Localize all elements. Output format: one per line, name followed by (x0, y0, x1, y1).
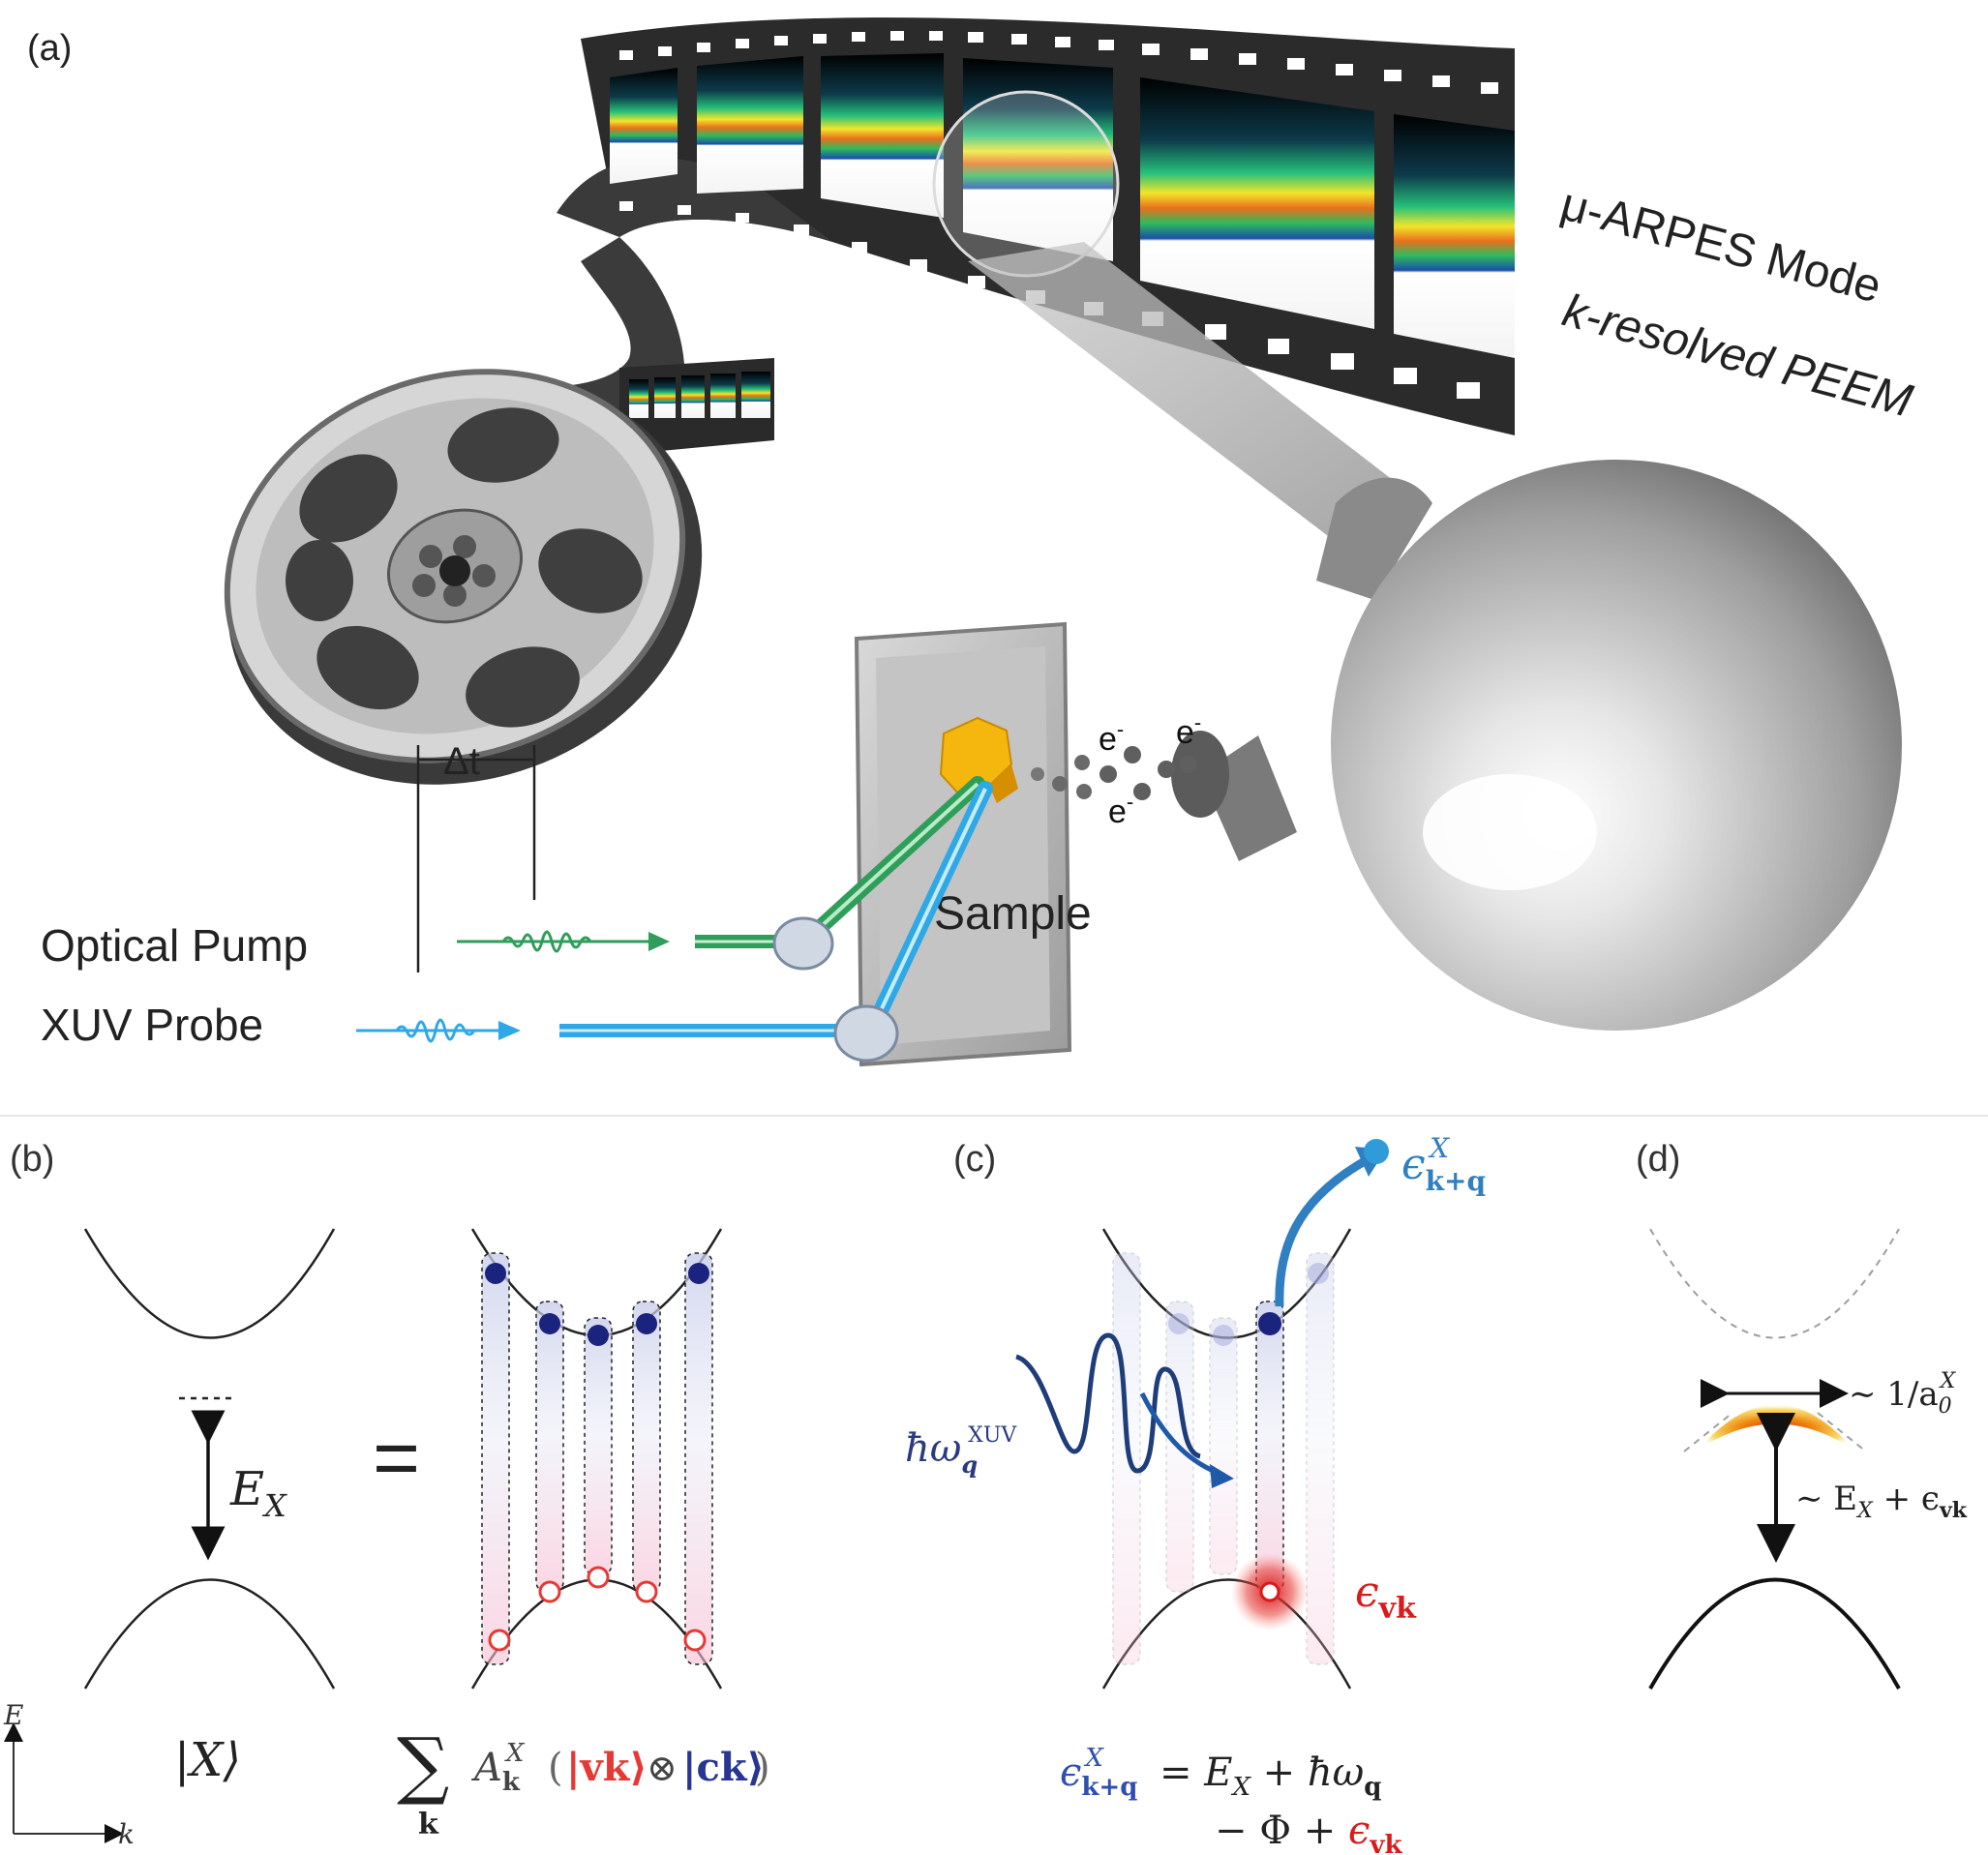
film-reel (224, 369, 703, 785)
electron-dots (485, 1263, 709, 1346)
electron-particle (1074, 755, 1090, 770)
exciton-columns (481, 1252, 713, 1665)
final-energy-label: ϵk+qX (1401, 1132, 1486, 1197)
eq-rhs-line2: − Φ + ϵvk (1215, 1809, 1402, 1855)
film-strip (557, 17, 1515, 435)
photon-energy-label: ħωqXUV (905, 1423, 1017, 1479)
probe-label: XUV Probe (41, 1000, 263, 1050)
final-state-dot (1364, 1139, 1389, 1164)
c-electron (1258, 1312, 1281, 1335)
film-frame (821, 53, 944, 218)
electron-particle (1076, 784, 1092, 799)
d-conduction-band-dashed (1649, 1228, 1900, 1339)
amplitude-label: AkX (470, 1739, 526, 1797)
sample-label: Sample (934, 888, 1092, 940)
energy-momentum-axes: E k (3, 1699, 135, 1850)
ket-close: ) (755, 1746, 770, 1790)
xuv-photon-wave (1014, 1332, 1202, 1474)
exciton-state-label: |X⟩ (174, 1733, 241, 1787)
electron-particle (1180, 756, 1197, 773)
c-active-column (1255, 1301, 1284, 1593)
decomposition-bands (470, 1228, 723, 1690)
ket-open: ( (548, 1746, 563, 1790)
eq-lhs: ϵk+qX (1060, 1744, 1137, 1802)
hole-rings (488, 1566, 707, 1652)
axis-y-label: E (3, 1699, 23, 1731)
delay-bracket (416, 745, 536, 972)
panel-b: (b) EX = (3, 1139, 770, 1850)
mode-line1-text: μ-ARPES Mode (1555, 178, 1886, 313)
electron-particle (1124, 746, 1141, 763)
sum-formula: ∑ k AkX ( |vk⟩ ⊗ |ck⟩ ) (397, 1721, 770, 1841)
eq-rhs-line1: = EX + ħωq (1160, 1750, 1381, 1802)
panel-c: (c) ħωqXUV ϵk+qX ϵvk ϵk+qX = EX + (905, 1132, 1486, 1855)
ket-conduction: |ck⟩ (682, 1745, 765, 1790)
pump-mirror (772, 916, 834, 971)
hole-energy-label: ϵvk (1355, 1568, 1417, 1626)
electron-particle (1031, 767, 1044, 781)
electron-particle (1052, 776, 1068, 792)
mini-frames (629, 372, 770, 418)
pump-label: Optical Pump (41, 920, 308, 971)
d-valence-band (1648, 1577, 1901, 1690)
sum-index: k (418, 1808, 439, 1841)
panel-d: (d) ∼ 1/a0X ∼ EX + ϵvk (1636, 1139, 1968, 1690)
valence-band (83, 1578, 336, 1690)
conduction-band (83, 1228, 336, 1339)
electron-beam-cone (968, 242, 1423, 542)
electron-label: e- (1176, 710, 1201, 751)
film-frame (1140, 77, 1374, 329)
probe-pulse (356, 781, 993, 1062)
film-frame (610, 68, 678, 184)
exciton-energy-label: EX (229, 1462, 287, 1524)
ket-valence: |vk⟩ (566, 1745, 648, 1790)
panel-a-label: (a) (27, 28, 72, 69)
sum-symbol: ∑ (397, 1721, 449, 1808)
electron-label: e- (1108, 790, 1133, 830)
film-frame (697, 56, 803, 194)
electron-particle (1133, 783, 1151, 800)
d-width-label: ∼ 1/a0X (1849, 1369, 1957, 1419)
delay-label: Δt (443, 740, 480, 783)
pump-pulse (457, 776, 985, 971)
film-frame (963, 58, 1113, 261)
c-faded-electrons (1168, 1263, 1329, 1346)
c-hole (1259, 1581, 1280, 1602)
electron-particle (1158, 761, 1175, 778)
analyzer-sphere (1171, 460, 1902, 1031)
electron-particle (1099, 765, 1117, 783)
axis-x-label: k (118, 1818, 135, 1850)
film-frames (610, 53, 1515, 358)
probe-mirror (833, 1004, 899, 1062)
d-energy-label: ∼ EX + ϵvk (1795, 1480, 1968, 1523)
panel-a: (a) (27, 17, 1917, 1067)
photoemission-arrow (1275, 1157, 1368, 1307)
panel-b-label: (b) (10, 1139, 54, 1180)
film-frame (1394, 114, 1515, 358)
photoelectrons: e- e- e- (1031, 710, 1201, 830)
panel-d-label: (d) (1636, 1139, 1680, 1180)
exciton-dome (1699, 1404, 1853, 1450)
energy-conservation-equation: ϵk+qX = EX + ħωq − Φ + ϵvk (1060, 1744, 1402, 1855)
electron-label: e- (1099, 717, 1124, 758)
equals-sign: = (373, 1412, 420, 1503)
otimes: ⊗ (647, 1747, 678, 1789)
panel-c-label: (c) (953, 1139, 996, 1180)
